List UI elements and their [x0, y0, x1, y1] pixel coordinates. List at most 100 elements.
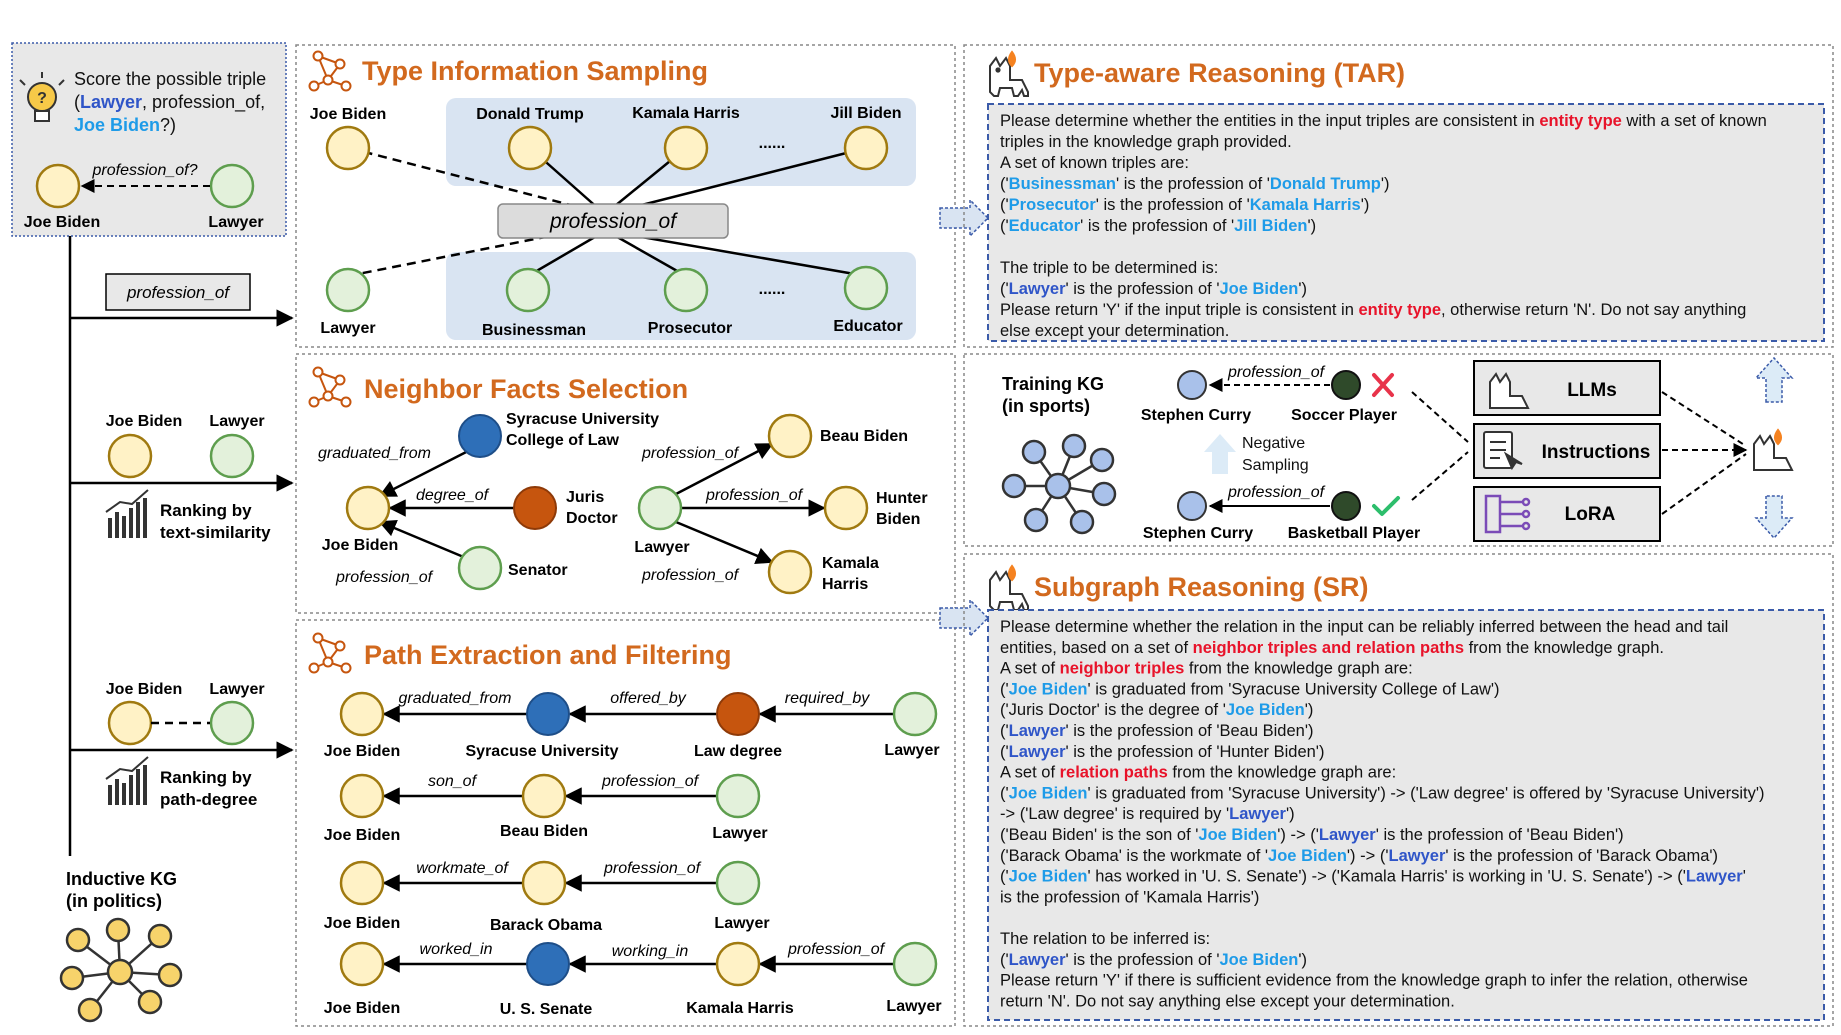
tis-node-lawyer — [325, 267, 371, 313]
path-row-1: graduated_from offered_by required_by Jo… — [324, 690, 940, 760]
instructions-label: Instructions — [1542, 442, 1651, 463]
r4-edge1: worked_in — [420, 941, 493, 958]
nfs-senator-label: Senator — [508, 562, 568, 579]
inductive-kg-graph-icon — [59, 917, 183, 1023]
train-basketball-label: Basketball Player — [1288, 525, 1421, 542]
type-aware-reasoning-panel: Type-aware Reasoning (TAR) Please determ… — [963, 44, 1834, 348]
sr-line: Please return 'Y' if there is sufficient… — [1000, 972, 1748, 990]
relation-box-label: profession_of — [126, 283, 231, 302]
inductive-kg-line2: (in politics) — [66, 891, 162, 911]
sr-line: ('Joe Biden' is graduated from 'Syracuse… — [1000, 680, 1500, 698]
tis-joe-label: Joe Biden — [310, 106, 386, 123]
r4-edge3: profession_of — [787, 941, 886, 958]
sr-line: entities, based on a set of neighbor tri… — [1000, 639, 1664, 657]
relation-box — [105, 273, 251, 311]
sr-line: ('Juris Doctor' is the degree of 'Joe Bi… — [1000, 701, 1313, 719]
training-kg-line1: Training KG — [1002, 374, 1104, 394]
rank2-line2: path-degree — [160, 790, 257, 809]
train-soccer-label: Soccer Player — [1291, 407, 1397, 424]
sr-line: is the profession of 'Kamala Harris') — [1000, 888, 1259, 906]
tis-lawyer-label: Lawyer — [320, 320, 375, 337]
tis-center-box — [497, 203, 729, 239]
r2-edge1: son_of — [428, 773, 478, 790]
r4-node2: U. S. Senate — [500, 1001, 593, 1018]
r1-edge1: graduated_from — [399, 690, 512, 707]
train-curry-bot-label: Stephen Curry — [1143, 525, 1253, 542]
r1-node4: Lawyer — [884, 742, 939, 759]
tis-trump-label: Donald Trump — [476, 106, 584, 123]
nfs-kamala-line1: Kamala — [822, 555, 879, 572]
tis-jill-label: Jill Biden — [830, 105, 901, 122]
nfs-node-kamala — [767, 549, 813, 595]
s2-right-label: Lawyer — [209, 413, 264, 430]
nfs-beau-label: Beau Biden — [820, 428, 908, 445]
bar-chart-icon — [105, 756, 149, 805]
tis-node-educator — [843, 265, 889, 311]
type-information-sampling-panel: Type Information Sampling Joe Biden Dona… — [295, 44, 956, 348]
nfs-hunter-line2: Biden — [876, 511, 920, 528]
nfs-kamala-line2: Harris — [822, 576, 868, 593]
sr-line: return 'N'. Do not say anything else exc… — [1000, 992, 1455, 1010]
r3-edge2: profession_of — [603, 860, 702, 877]
s2-left-label: Joe Biden — [106, 413, 182, 430]
down-arrow-icon — [1754, 495, 1794, 540]
s3-left-label: Joe Biden — [106, 681, 182, 698]
r4-node4: Lawyer — [886, 998, 941, 1015]
sr-line: A set of relation paths from the knowled… — [1000, 764, 1396, 782]
nfs-syr-line1: Syracuse University — [506, 411, 659, 428]
nfs-node-hunter — [823, 485, 869, 531]
svg-text:('Educator' is the profession: ('Educator' is the profession of 'Jill B… — [1000, 217, 1316, 235]
query-panel: ? Score the possible triple (Lawyer, pro… — [11, 42, 287, 237]
svg-text:Please determine whether the e: Please determine whether the entities in… — [1000, 112, 1767, 130]
tis-title: Type Information Sampling — [362, 56, 708, 86]
node-lawyer — [209, 163, 255, 209]
sr-line: A set of neighbor triples from the knowl… — [1000, 660, 1413, 678]
sr-line: ('Lawyer' is the profession of 'Hunter B… — [1000, 743, 1324, 761]
nfs-node-beau — [767, 413, 813, 459]
r1-edge2: offered_by — [610, 690, 687, 707]
llama-icon — [1489, 372, 1530, 409]
cross-icon — [1372, 373, 1394, 397]
up-arrow-icon — [1204, 434, 1236, 474]
inductive-kg-line1: Inductive KG — [66, 869, 177, 889]
network-icon — [308, 632, 352, 674]
nfs-joe-label: Joe Biden — [322, 537, 398, 554]
nfs-prof-top: profession_of — [641, 445, 740, 462]
nfs-title: Neighbor Facts Selection — [364, 374, 688, 404]
r4-node1: Joe Biden — [324, 1000, 400, 1017]
r3-edge1: workmate_of — [416, 860, 509, 877]
svg-text:('Prosecutor' is the professio: ('Prosecutor' is the profession of 'Kama… — [1000, 196, 1369, 214]
r1-node1: Joe Biden — [324, 743, 400, 760]
r3-node2: Barack Obama — [490, 917, 602, 934]
s3-node-lawyer — [209, 700, 255, 746]
s3-node-joe — [107, 700, 153, 746]
left-flow: profession_of Joe Biden Lawyer Ranking b… — [59, 236, 294, 1023]
path-row-4: worked_in working_in profession_of Joe B… — [324, 941, 942, 1018]
svg-text:A set of known triples are:: A set of known triples are: — [1000, 154, 1189, 172]
path-extraction-panel: Path Extraction and Filtering graduated_… — [295, 619, 956, 1027]
llama-icon — [989, 50, 1029, 97]
sr-line: ('Joe Biden' has worked in 'U. S. Senate… — [1000, 868, 1746, 886]
training-panel: Training KG (in sports) profession_of St… — [963, 353, 1834, 547]
svg-text:Please return 'Y' if the input: Please return 'Y' if the input triple is… — [1000, 301, 1746, 319]
llms-label: LLMs — [1567, 380, 1617, 401]
r1-edge3: required_by — [785, 690, 871, 707]
r3-node3: Lawyer — [714, 915, 769, 932]
train-rel-top: profession_of — [1227, 364, 1326, 381]
train-node-curry-top — [1177, 370, 1207, 400]
tis-businessman-label: Businessman — [482, 322, 586, 339]
nfs-syr-line2: College of Law — [506, 432, 619, 449]
pef-title: Path Extraction and Filtering — [364, 640, 732, 670]
network-icon — [308, 366, 352, 408]
query-rel: profession_of? — [92, 162, 198, 179]
svg-text:The triple to be determined is: The triple to be determined is: — [1000, 259, 1218, 277]
tis-node-joe — [325, 125, 371, 171]
llama-icon — [1753, 428, 1794, 471]
train-node-basketball — [1331, 491, 1361, 521]
r2-node3: Lawyer — [712, 825, 767, 842]
query-line1: Score the possible triple — [74, 69, 266, 89]
r4-edge2: working_in — [612, 943, 689, 960]
nfs-lawyer-label: Lawyer — [634, 539, 689, 556]
neg-sampling-line2: Sampling — [1242, 457, 1309, 474]
